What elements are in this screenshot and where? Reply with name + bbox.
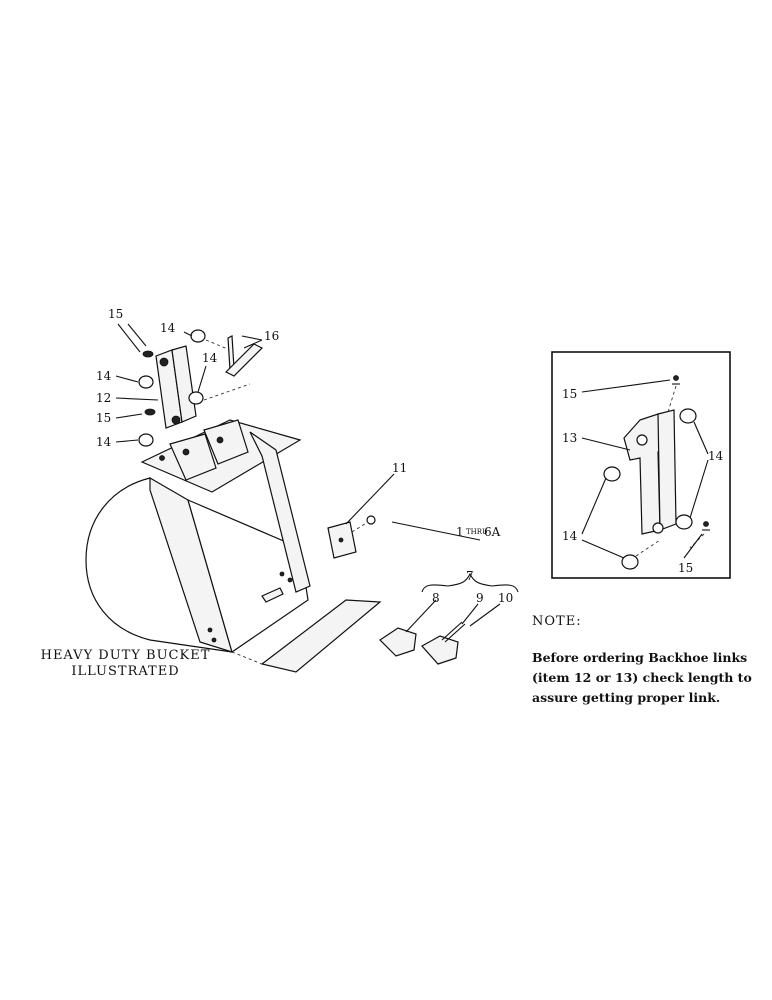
callout-9: 9 bbox=[476, 591, 484, 605]
side-cutter bbox=[327, 473, 395, 559]
bucket-caption: HEAVY DUTY BUCKET ILLUSTRATED bbox=[38, 648, 213, 680]
inset-callout-13: 13 bbox=[562, 431, 577, 445]
callout-7: 7 bbox=[466, 569, 474, 583]
caption-line-2: ILLUSTRATED bbox=[71, 664, 180, 679]
callout-8: 8 bbox=[432, 591, 440, 605]
callout-14d: 14 bbox=[96, 435, 112, 449]
callout-thru: THRU bbox=[466, 528, 488, 536]
caption-line-1: HEAVY DUTY BUCKET bbox=[40, 648, 211, 663]
callout-12: 12 bbox=[96, 391, 111, 405]
callout-10: 10 bbox=[498, 591, 513, 605]
note-line-2: (item 12 or 13) check length to bbox=[532, 670, 752, 685]
inset-callout-15-top: 15 bbox=[562, 387, 577, 401]
note-body: Before ordering Backhoe links (item 12 o… bbox=[532, 648, 764, 708]
cutting-edge bbox=[231, 599, 382, 673]
callout-15b: 15 bbox=[96, 411, 111, 425]
callout-14b: 14 bbox=[202, 351, 218, 365]
note-title: NOTE: bbox=[532, 614, 582, 629]
inset-panel: 15 13 14 14 15 bbox=[551, 351, 731, 579]
inset-callout-14-left: 14 bbox=[562, 529, 578, 543]
teeth-set bbox=[379, 572, 519, 665]
inset-callout-14-right: 14 bbox=[708, 449, 724, 463]
callout-16: 16 bbox=[264, 329, 279, 343]
leader-lines bbox=[115, 323, 481, 541]
callout-11: 11 bbox=[392, 461, 407, 475]
callout-labels: 15 14 16 14 14 12 15 14 11 1 THRU 6A 7 8… bbox=[96, 307, 513, 605]
link-assembly bbox=[138, 329, 264, 447]
callout-6a: 6A bbox=[484, 525, 501, 539]
bucket bbox=[85, 419, 311, 653]
note-line-3: assure getting proper link. bbox=[532, 690, 721, 705]
note-line-1: Before ordering Backhoe links bbox=[532, 650, 748, 665]
callout-1: 1 bbox=[456, 525, 464, 539]
callout-14c: 14 bbox=[96, 369, 112, 383]
callout-14a: 14 bbox=[160, 321, 176, 335]
inset-callout-15-bottom: 15 bbox=[678, 561, 693, 575]
callout-15a: 15 bbox=[108, 307, 123, 321]
